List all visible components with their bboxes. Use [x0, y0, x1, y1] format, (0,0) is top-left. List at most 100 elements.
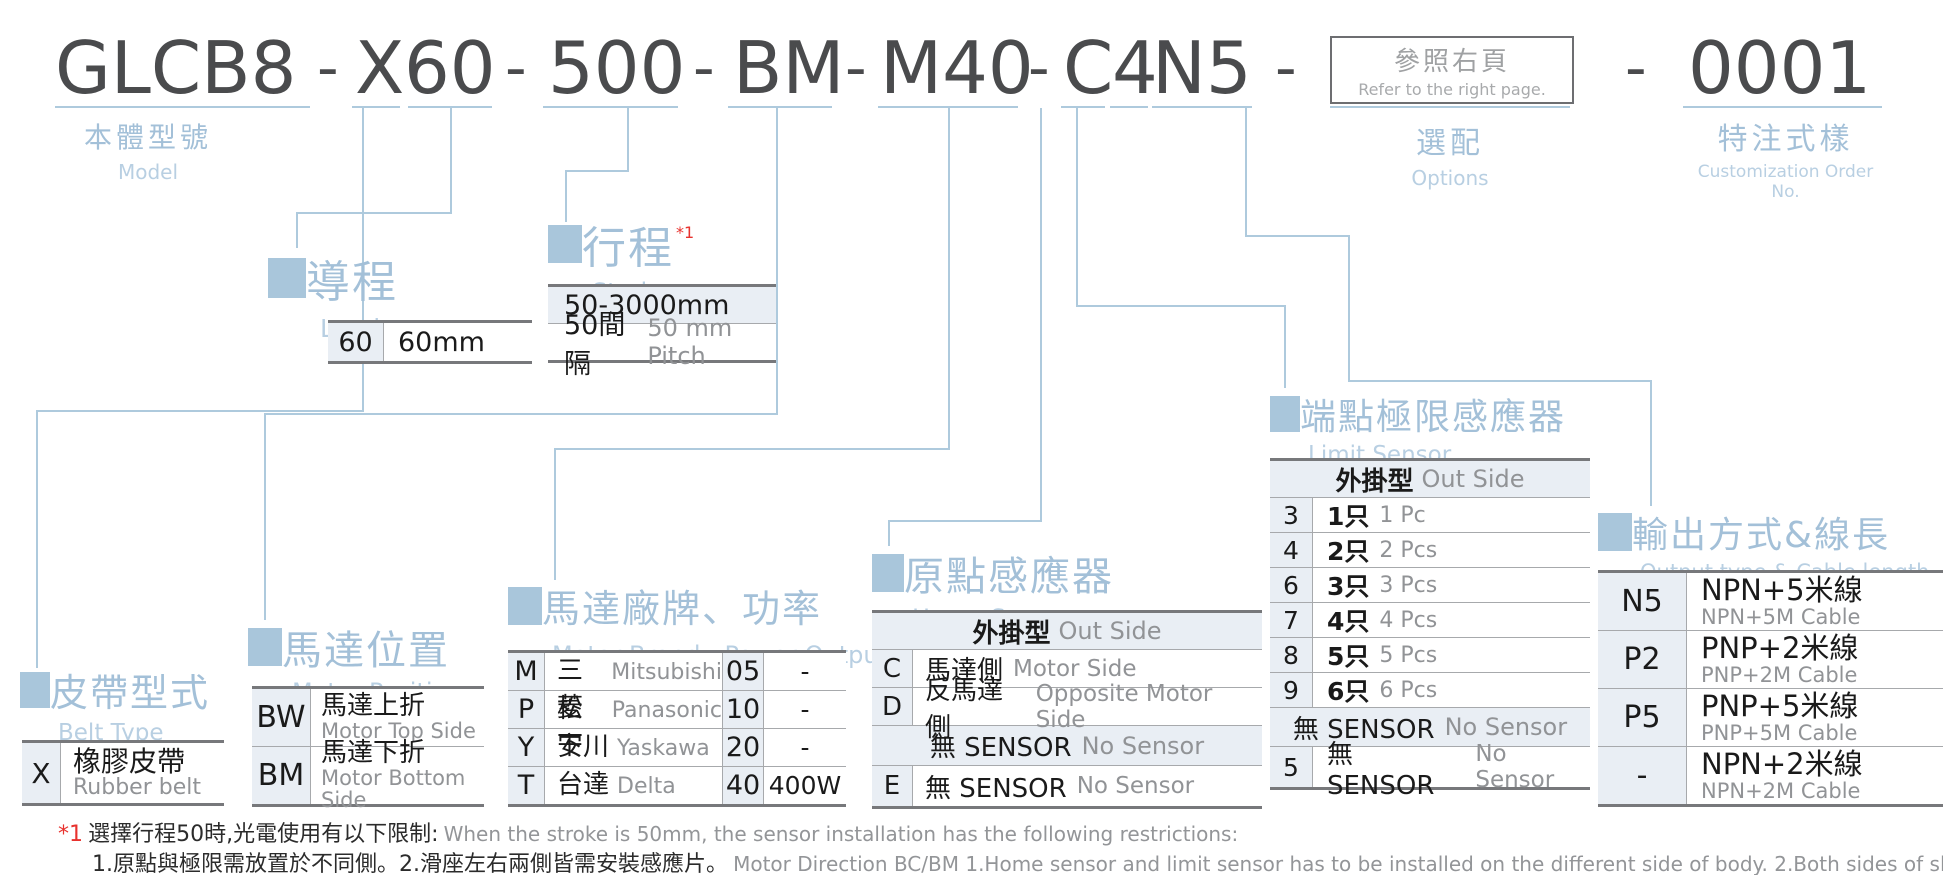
- brand-en: Mitsubishi: [611, 660, 722, 685]
- code-segment-home: C: [1063, 26, 1114, 110]
- output-code: P2: [1598, 631, 1687, 688]
- connector-lead: [450, 108, 452, 212]
- underline-options: [1330, 106, 1570, 108]
- table-row: 8 5只 5 Pcs: [1270, 637, 1590, 672]
- connector-home: [1040, 108, 1042, 520]
- code-segment-output: N5: [1152, 26, 1252, 110]
- connector-output: [1650, 380, 1652, 506]
- output-zh: PNP+5米線: [1701, 689, 1859, 724]
- table-row: 3 1只 1 Pc: [1270, 497, 1590, 532]
- home-code: E: [872, 766, 913, 806]
- table-row: BW 馬達上折 Motor Top Side: [252, 689, 484, 746]
- model-label-zh: 本體型號: [83, 121, 212, 154]
- table-row: 7 4只 4 Pcs: [1270, 602, 1590, 637]
- connector-position: [264, 413, 778, 415]
- limit-zh: 4只: [1327, 607, 1370, 636]
- no-sensor-zh: 無 SENSOR: [1292, 714, 1435, 745]
- home-en: Opposite Motor Side: [1035, 680, 1213, 733]
- limit-code: 5: [1270, 747, 1313, 787]
- bullet-square: [20, 671, 50, 708]
- belt-table: X 橡膠皮帶 Rubber belt: [22, 740, 224, 806]
- limit-header-en: Out Side: [1421, 465, 1525, 493]
- limit-en: 2 Pcs: [1379, 537, 1438, 563]
- table-row: M 三菱 Mitsubishi 05 -: [508, 653, 846, 723]
- footnote-zh-2: 1.原點與極限需放置於不同側。2.滑座左右兩側皆需安裝感應片。: [92, 852, 728, 875]
- position-zh: 馬達上折: [321, 690, 426, 721]
- power-value: -: [800, 733, 810, 762]
- code-dash: -: [317, 33, 339, 103]
- no-sensor-row: 無 SENSOR No Sensor: [1270, 707, 1590, 746]
- limit-code: 8: [1270, 638, 1313, 672]
- connector-belt: [36, 410, 364, 412]
- bullet-square: [872, 554, 904, 592]
- lead-code: 60: [328, 323, 384, 361]
- table-row: 50-3000mm: [548, 287, 776, 323]
- power-value: 400W: [768, 771, 842, 800]
- section-belt: 皮帶型式 Belt Type: [20, 662, 210, 746]
- power-code: 20: [723, 729, 764, 766]
- home-header-zh: 外掛型: [972, 618, 1051, 649]
- power-code: 40: [723, 767, 764, 804]
- limit-en: 5 Pcs: [1379, 642, 1438, 668]
- table-row: N5 NPN+5米線 NPN+5M Cable: [1598, 573, 1943, 630]
- footnote-line-1: *1 選擇行程50時,光電使用有以下限制: When the stroke is…: [58, 816, 1238, 848]
- home-code: C: [872, 650, 913, 687]
- code-dash: -: [505, 33, 527, 103]
- stroke-title-zh: 行程: [582, 223, 674, 274]
- table-row: P 松下 Panasonic 10 -: [508, 690, 846, 761]
- position-zh: 馬達下折: [321, 737, 426, 768]
- lead-title-zh: 導程: [306, 257, 398, 308]
- limit-zh: 無 SENSOR: [1327, 739, 1435, 801]
- code-segment-position: BM: [733, 26, 845, 110]
- table-row: 60 60mm: [328, 323, 532, 361]
- section-stroke: 行程 *1 Stroke: [548, 212, 694, 306]
- connector-position: [776, 108, 778, 413]
- underline-position: [728, 106, 832, 108]
- footnote-zh-1: 選擇行程50時,光電使用有以下限制:: [88, 822, 439, 847]
- stroke-note-marker: *1: [676, 222, 695, 242]
- options-reference-box: 參照右頁 Refer to the right page.: [1330, 36, 1574, 104]
- code-segment-stroke: 500: [548, 26, 686, 110]
- connector-limit: [1076, 108, 1078, 305]
- options-box-zh: 參照右頁: [1393, 47, 1510, 77]
- table-row: D 反馬達側 Opposite Motor Side: [872, 676, 1262, 743]
- connector-output: [1245, 108, 1247, 235]
- home-sensor-title-zh: 原點感應器: [904, 554, 1114, 600]
- connector-belt: [36, 410, 38, 668]
- output-zh: NPN+2米線: [1701, 747, 1863, 782]
- limit-zh: 1只: [1327, 502, 1370, 531]
- limit-code: 6: [1270, 568, 1313, 602]
- table-row: P2 PNP+2米線 PNP+2M Cable: [1598, 630, 1943, 688]
- bullet-square: [1270, 396, 1300, 432]
- position-en: Motor Top Side: [321, 719, 476, 744]
- bullet-square: [268, 258, 306, 298]
- bullet-square: [548, 225, 582, 263]
- table-row: - NPN+2米線 NPN+2M Cable: [1598, 746, 1943, 804]
- connector-stroke: [565, 170, 629, 172]
- connector-output: [1245, 235, 1350, 237]
- underline-brand: [878, 106, 1018, 108]
- table-header-row: 外掛型 Out Side: [872, 613, 1262, 649]
- code-segment-brand: M40: [880, 26, 1034, 110]
- underline-stroke: [543, 106, 678, 108]
- underline-body: [55, 106, 310, 108]
- power-value: -: [800, 695, 810, 724]
- home-zh: 馬達側: [925, 656, 1004, 686]
- underline-lead: [408, 106, 492, 108]
- position-code: BM: [252, 747, 311, 804]
- code-dash: -: [845, 33, 867, 103]
- connector-brand: [554, 448, 556, 580]
- brand-en: Delta: [617, 774, 676, 799]
- limit-zh: 6只: [1327, 677, 1370, 706]
- home-header-en: Out Side: [1058, 617, 1162, 645]
- lead-value: 60mm: [398, 326, 485, 358]
- connector-brand: [554, 448, 950, 450]
- no-sensor-row: 無 SENSOR No Sensor: [872, 725, 1262, 765]
- output-code: P5: [1598, 689, 1687, 746]
- limit-zh: 3只: [1327, 572, 1370, 601]
- belt-title-zh: 皮帶型式: [50, 671, 211, 715]
- table-header-row: 外掛型 Out Side: [1270, 461, 1590, 497]
- underline-home: [1061, 106, 1105, 108]
- stroke-range: 50-3000mm: [564, 289, 730, 321]
